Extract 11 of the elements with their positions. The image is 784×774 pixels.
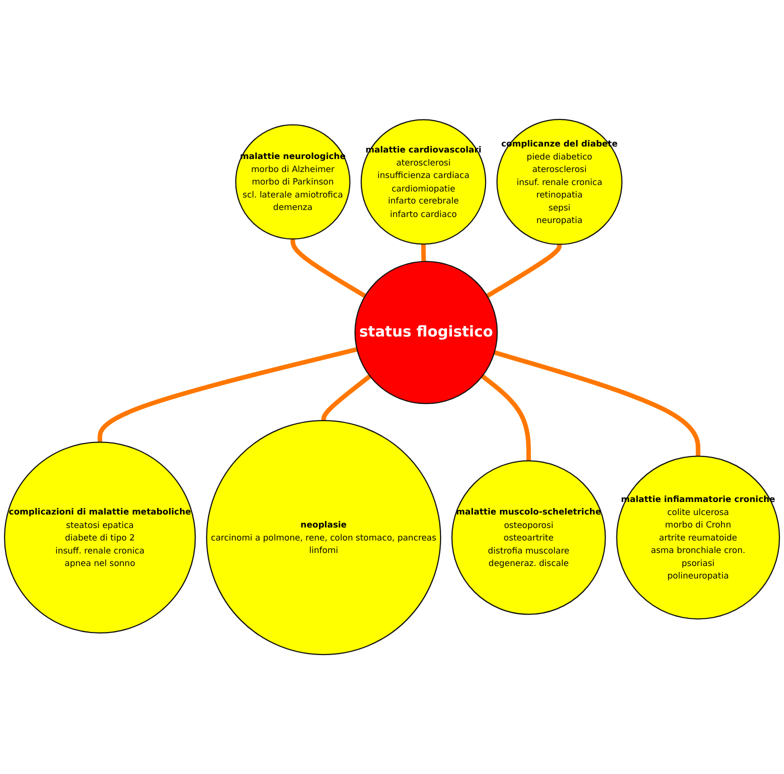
- node-circle: neoplasie carcinomi a polmone, rene, colon stomaco, pancreas linfomi: [206, 420, 442, 656]
- connector: [486, 244, 562, 298]
- node-circle: complicazioni di malattie metaboliche steatosi epatica diabete di tipo 2 insuff. renale cronica apnea nel sonno: [4, 442, 196, 634]
- connector: [321, 374, 372, 422]
- connector: [480, 374, 531, 461]
- connector: [494, 350, 700, 456]
- connector: [290, 238, 366, 298]
- connector: [421, 243, 426, 262]
- node-circle: malattie muscolo-scheletriche osteoporosi osteoartrite distrofia muscolare degeneraz. discale: [451, 460, 606, 615]
- connector: [98, 347, 358, 442]
- node-circle: status flogistico: [354, 260, 498, 404]
